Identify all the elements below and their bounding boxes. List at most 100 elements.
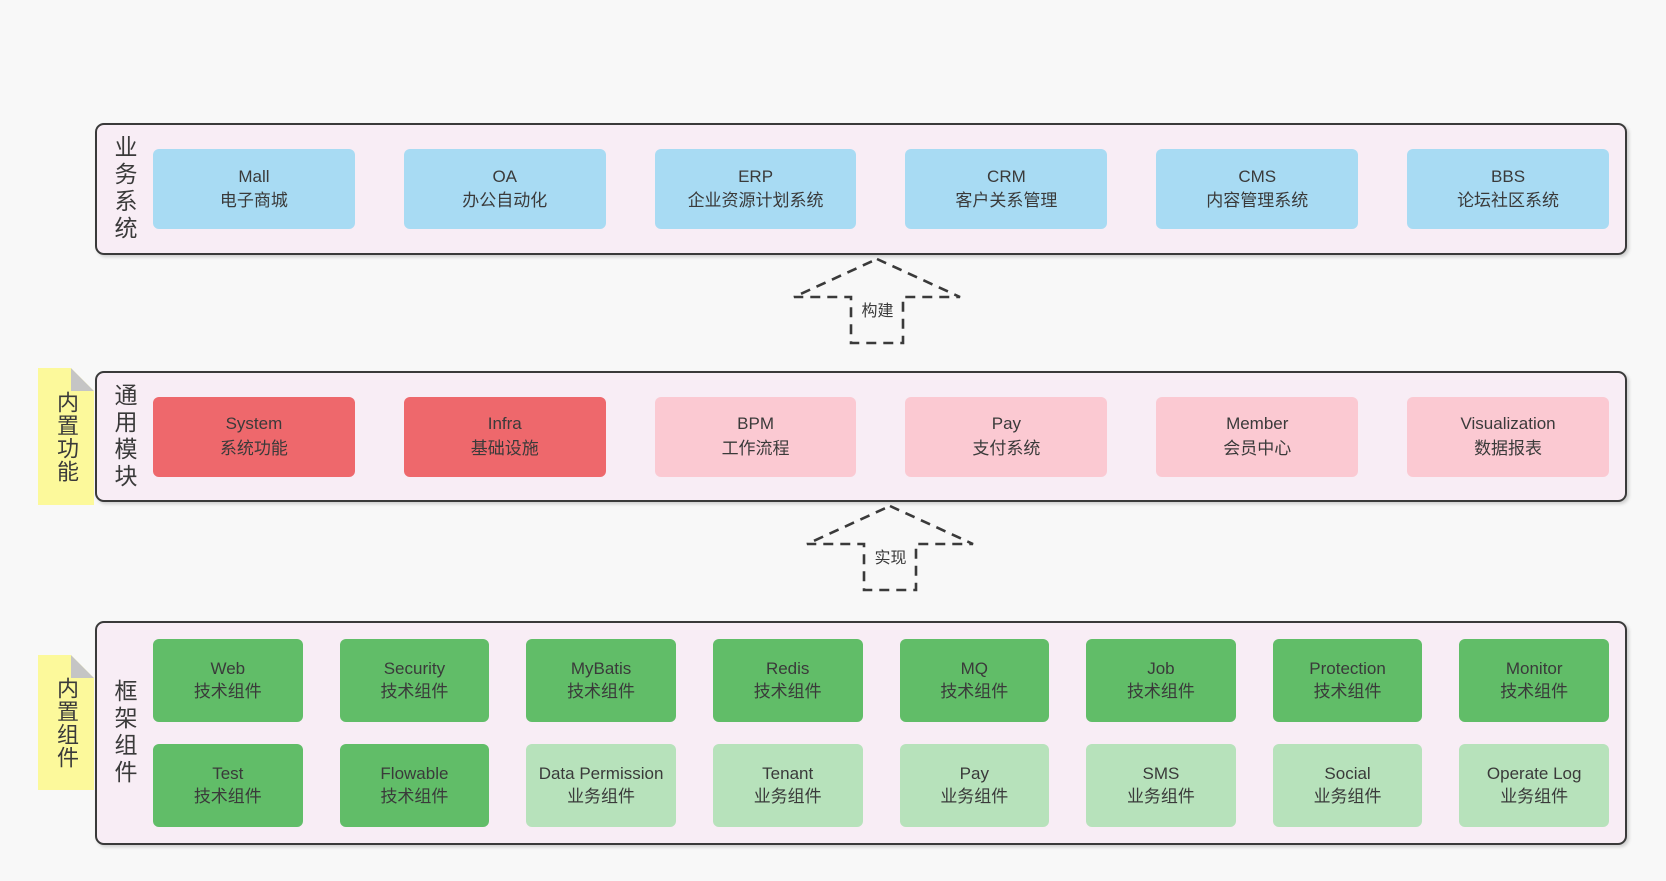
layer-business-systems: 业务系统 Mall 电子商城 OA 办公自动化 ERP 企业资源计划系统 CRM 客户关系管理… — [95, 123, 1627, 255]
node-title: CRM — [987, 166, 1026, 186]
node-subtitle: 内容管理系统 — [1206, 191, 1309, 210]
node-title: Pay — [959, 764, 989, 784]
node-title: Operate Log — [1486, 764, 1582, 784]
sticky-note-builtin-components: 内置组件 — [38, 655, 94, 790]
node-subtitle: 技术组件 — [1500, 681, 1569, 701]
node-subtitle: 业务组件 — [1313, 786, 1382, 806]
folded-corner-icon — [71, 655, 94, 678]
node-subtitle: 基础设施 — [470, 438, 539, 458]
node-title: Security — [383, 659, 446, 679]
node-erp: ERP 企业资源计划系统 — [654, 149, 857, 229]
node-title: BBS — [1491, 166, 1526, 186]
node-subtitle: 会员中心 — [1223, 438, 1292, 458]
node-subtitle: 技术组件 — [380, 681, 449, 701]
node-bpm: BPM 工作流程 — [654, 396, 857, 477]
up-arrow-build: 构建 — [790, 256, 965, 346]
arrow-build-label: 构建 — [858, 297, 897, 321]
node-system: System 系统功能 — [153, 396, 355, 477]
node-title: MyBatis — [570, 659, 632, 679]
node-subtitle: 技术组件 — [193, 786, 262, 806]
node-subtitle: 技术组件 — [1313, 681, 1382, 701]
node-subtitle: 技术组件 — [1126, 681, 1195, 701]
arrow-implement-label: 实现 — [871, 544, 910, 568]
node-subtitle: 技术组件 — [753, 681, 822, 701]
node-subtitle: 业务组件 — [940, 786, 1009, 806]
node-subtitle: 电子商城 — [219, 191, 288, 210]
layer-business-label: 业务系统 — [111, 135, 137, 243]
node-title: BPM — [737, 414, 774, 434]
node-title: Pay — [991, 414, 1022, 434]
node-infra: Infra 基础设施 — [403, 396, 606, 477]
node-subtitle: 数据报表 — [1474, 438, 1543, 458]
node-subtitle: 客户关系管理 — [955, 191, 1058, 210]
node-title: SMS — [1142, 764, 1180, 784]
node-title: Data Permission — [538, 764, 664, 784]
node-bbs: BBS 论坛社区系统 — [1407, 149, 1609, 229]
sticky-note-text: 内置功能 — [54, 390, 79, 483]
node-subtitle: 业务组件 — [753, 786, 822, 806]
node-subtitle: 办公自动化 — [462, 191, 548, 210]
node-title: Job — [1147, 659, 1175, 679]
node-visualization: Visualization 数据报表 — [1407, 396, 1609, 477]
node-subtitle: 技术组件 — [567, 681, 636, 701]
node-subtitle: 企业资源计划系统 — [687, 191, 824, 210]
node-title: Mall — [238, 166, 270, 186]
node-pay: Pay 支付系统 — [905, 396, 1108, 477]
node-title: System — [225, 414, 283, 434]
node-subtitle: 工作流程 — [721, 438, 790, 458]
node-title: Social — [1324, 764, 1371, 784]
node-title: Flowable — [380, 764, 449, 784]
node-title: Protection — [1309, 659, 1386, 679]
layer-common-modules: 通用模块 System 系统功能 Infra 基础设施 BPM 工作流程 Pay 支付系统 Me… — [95, 371, 1627, 502]
node-title: Tenant — [762, 764, 814, 784]
node-member: Member 会员中心 — [1156, 396, 1359, 477]
node-title: Monitor — [1505, 659, 1563, 679]
node-mall: Mall 电子商城 — [153, 149, 355, 229]
sticky-note-builtin-features: 内置功能 — [38, 368, 94, 505]
node-title: Web — [210, 659, 246, 679]
node-subtitle: 技术组件 — [193, 681, 262, 701]
node-subtitle: 支付系统 — [972, 438, 1041, 458]
node-subtitle: 技术组件 — [940, 681, 1009, 701]
sticky-note-text: 内置组件 — [54, 676, 79, 769]
node-title: ERP — [738, 166, 774, 186]
layer-components-label: 框架组件 — [111, 679, 137, 787]
node-title: Member — [1226, 414, 1289, 434]
node-subtitle: 业务组件 — [1500, 786, 1569, 806]
node-subtitle: 论坛社区系统 — [1457, 191, 1560, 210]
node-title: MQ — [960, 659, 988, 679]
folded-corner-icon — [71, 368, 94, 391]
node-subtitle: 业务组件 — [567, 786, 636, 806]
node-oa: OA 办公自动化 — [403, 149, 606, 229]
node-subtitle: 技术组件 — [380, 786, 449, 806]
node-title: Redis — [765, 659, 810, 679]
node-title: Test — [212, 764, 244, 784]
node-title: OA — [492, 166, 518, 186]
layer-modules-label: 通用模块 — [111, 382, 137, 491]
node-title: Visualization — [1460, 414, 1556, 434]
up-arrow-implement: 实现 — [803, 503, 978, 593]
node-crm: CRM 客户关系管理 — [905, 149, 1108, 229]
node-subtitle: 系统功能 — [219, 438, 288, 458]
node-title: Infra — [487, 414, 522, 434]
